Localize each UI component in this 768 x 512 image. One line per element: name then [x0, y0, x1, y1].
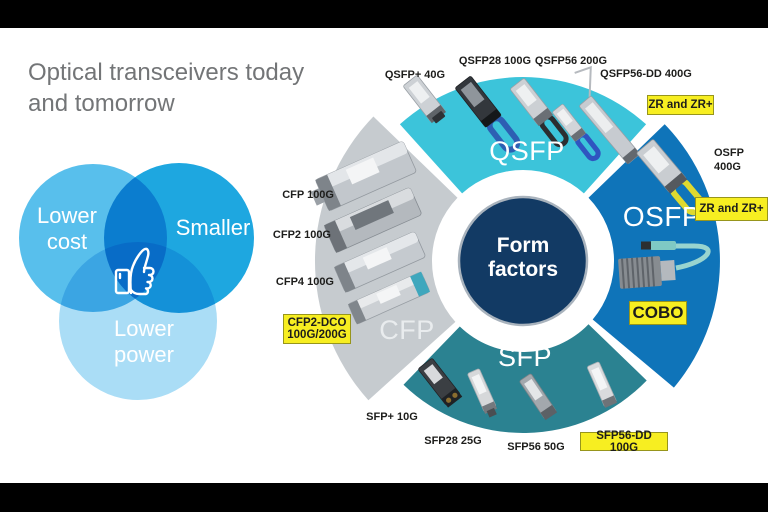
highlight-zr-osfp: ZR and ZR+	[695, 197, 768, 221]
segment-label-sfp: SFP	[497, 342, 552, 372]
segment-label-cfp: CFP	[379, 315, 435, 345]
label-qsfp56-dd-400g: QSFP56-DD 400G	[600, 68, 692, 80]
qsfp56-module-image	[510, 78, 569, 148]
segment-label-osfp: OSFP	[622, 201, 702, 232]
label-sfp28-25g: SFP28 25G	[424, 435, 482, 447]
qsfp28-module-image	[455, 76, 521, 153]
center-label-form-factors: Form factors	[487, 234, 559, 281]
sfp56-dd-module-image	[587, 361, 618, 408]
label-sfp56-50g: SFP56 50G	[507, 441, 565, 453]
title-line-2: and tomorrow	[28, 90, 175, 117]
highlight-cobo: COBO	[629, 301, 687, 325]
sfp56-module-image	[519, 373, 558, 421]
letterbox-bottom	[0, 483, 768, 512]
center-circle	[457, 195, 589, 327]
segment-label-qsfp: QSFP	[489, 136, 565, 166]
cfp-100g-module-image	[310, 141, 417, 212]
label-cfp4-100g: CFP4 100G	[275, 276, 334, 288]
qsfp-plus-module-image	[403, 75, 447, 124]
label-qsfp56-200g: QSFP56 200G	[534, 55, 608, 67]
venn-label-lower-power: Lower power	[114, 316, 174, 367]
title-line-1: Optical transceivers today	[28, 59, 305, 86]
label-qsfp28-100g: QSFP28 100G	[458, 55, 532, 67]
cfp2-100g-module-image	[323, 187, 422, 253]
sfp28-module-image	[467, 368, 498, 418]
cfp2-dco-module-image	[347, 271, 431, 325]
label-sfp-plus-10g: SFP+ 10G	[366, 411, 418, 423]
qsfp56-alt-module-image	[552, 104, 601, 162]
venn-label-smaller: Smaller	[175, 215, 251, 240]
venn-circle-lower-power	[59, 242, 217, 400]
highlight-sfp56-dd-100g: SFP56-DD 100G	[580, 430, 668, 454]
thumbs-up-icon	[114, 247, 155, 296]
letterbox-top	[0, 0, 768, 28]
sector-osfp	[588, 124, 720, 388]
cobo-module-image	[618, 241, 711, 289]
label-osfp-400g: OSFP 400G	[714, 147, 744, 173]
label-cfp2-100g: CFP2 100G	[272, 229, 331, 241]
venn-diagram: Lower cost Smaller Lower power	[18, 160, 278, 420]
label-cfp-100g: CFP 100G	[282, 189, 334, 201]
label-qsfp-plus-40g: QSFP+ 40G	[384, 69, 446, 81]
page-title: Optical transceivers today and tomorrow	[28, 57, 304, 119]
highlight-cfp2-dco: CFP2-DCO 100G/200G	[283, 314, 351, 344]
venn-label-lower-cost: Lower cost	[37, 203, 97, 254]
qsfp56-dd-module-image	[574, 65, 640, 165]
cfp4-100g-module-image	[334, 231, 426, 293]
sfp-plus-module-image	[418, 358, 463, 408]
highlight-zr-qsfp: ZR and ZR+	[647, 95, 714, 115]
